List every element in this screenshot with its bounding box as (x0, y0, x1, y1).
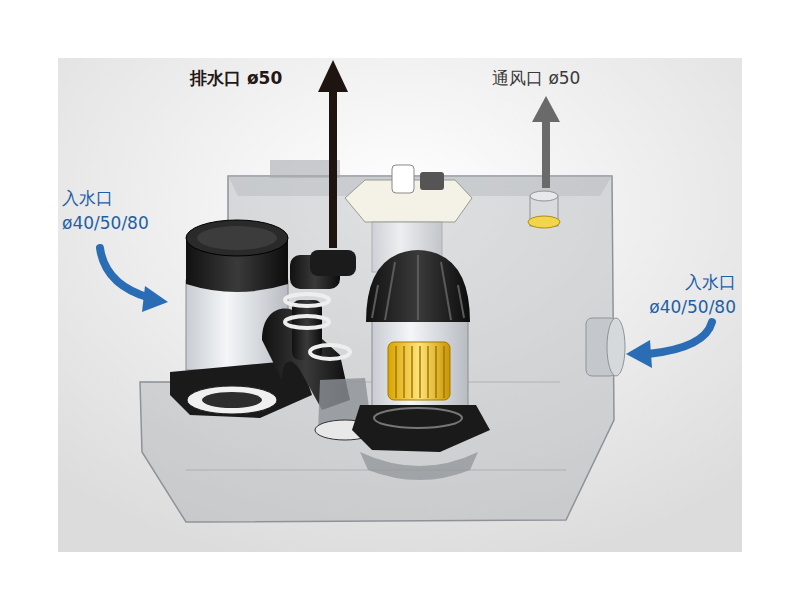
discharge-arrow (329, 88, 337, 248)
vent-fitting (528, 191, 560, 228)
flow-arrows (100, 60, 712, 368)
outlet-label: 排水口 ø50 (190, 66, 330, 91)
tank-housing (140, 160, 625, 522)
right-pump (352, 250, 490, 480)
inlet-label: 入水口 ø40/50/80 (628, 270, 736, 319)
arrow-head (142, 286, 168, 312)
inlet-arrow (100, 248, 150, 298)
vent-label: 通风口 ø50 (492, 66, 632, 91)
arrow-head (626, 340, 652, 368)
inlet-arrow (648, 322, 712, 354)
arrow-head (318, 60, 348, 92)
arrow-head (532, 96, 560, 122)
vent-arrow (542, 118, 550, 188)
background-panel (58, 58, 742, 552)
inlet-label: 入水口 ø40/50/80 (62, 186, 162, 235)
